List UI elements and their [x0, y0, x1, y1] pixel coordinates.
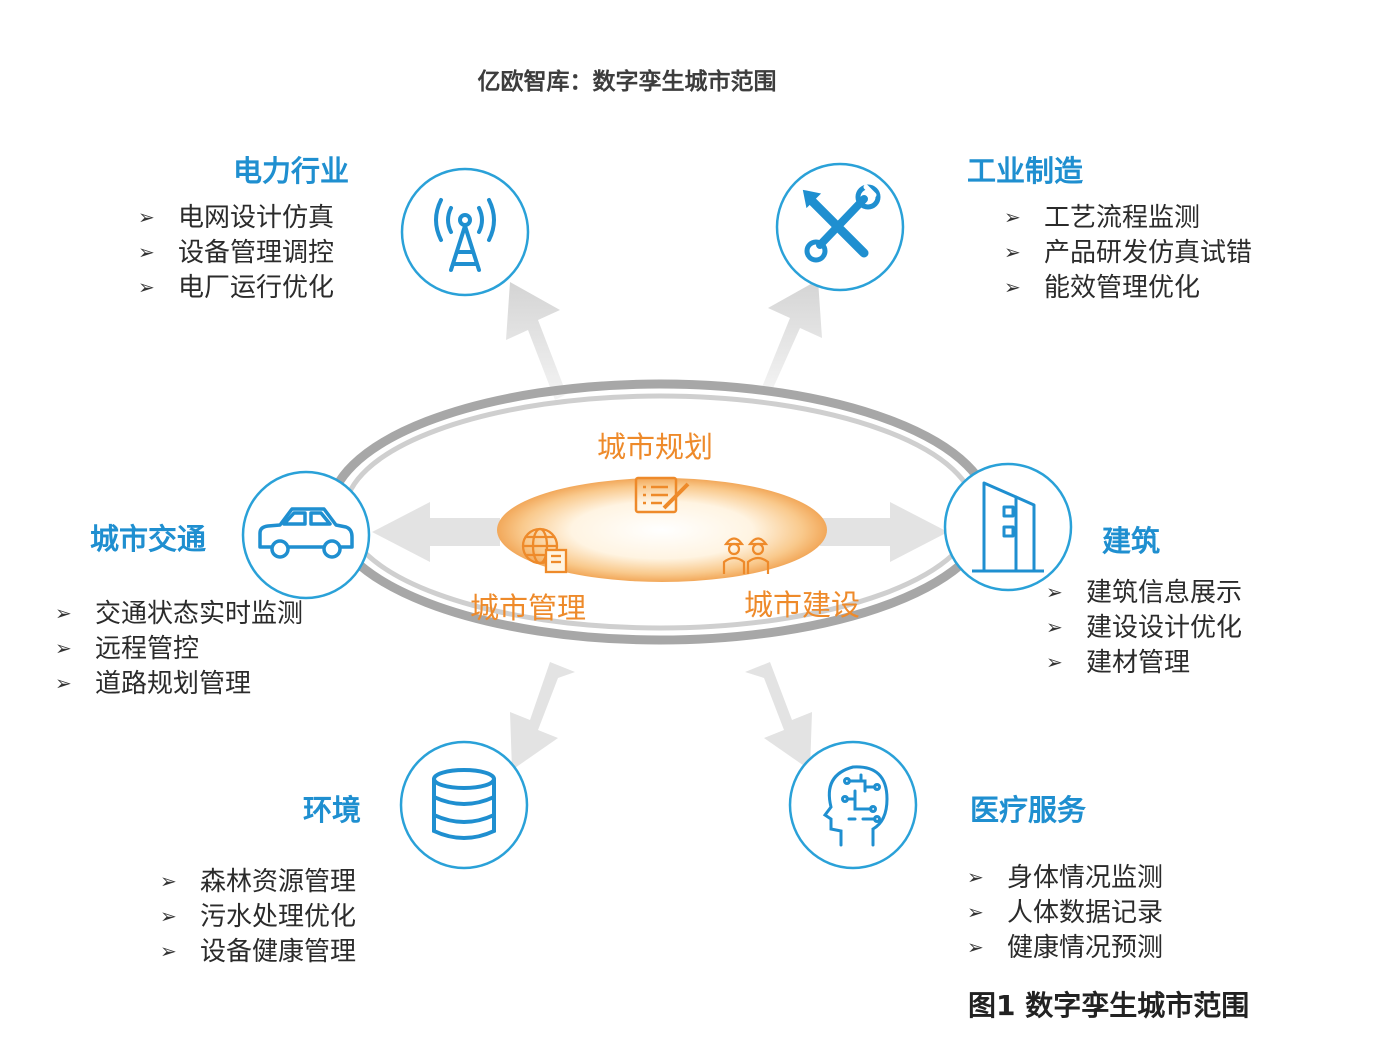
sector-list-traffic: ➢交通状态实时监测 ➢远程管控 ➢道路规划管理: [55, 596, 303, 701]
list-item: ➢森林资源管理: [160, 867, 357, 897]
circle-medical: [788, 740, 918, 870]
core-label-construction: 城市建设: [744, 588, 861, 622]
list-item: ➢道路规划管理: [55, 669, 252, 699]
list-item: ➢交通状态实时监测: [55, 599, 304, 629]
list-item: ➢设备健康管理: [160, 937, 357, 967]
arrow-to-traffic: [372, 502, 500, 562]
checklist-icon: [634, 476, 690, 514]
arrow-to-industry: [740, 280, 822, 395]
figure-caption: 图1 数字孪生城市范围: [968, 989, 1250, 1022]
list-item: ➢设备管理调控: [138, 238, 335, 268]
arrows: [372, 280, 948, 770]
building-icon: [972, 481, 1044, 573]
sector-list-environment: ➢森林资源管理 ➢污水处理优化 ➢设备健康管理: [160, 864, 356, 969]
list-item: ➢能效管理优化: [1004, 273, 1201, 303]
arrow-to-environment: [510, 662, 575, 770]
sector-title-building: 建筑: [1102, 524, 1161, 558]
sector-title-medical: 医疗服务: [970, 793, 1087, 827]
database-icon: [432, 768, 496, 840]
sector-title-power: 电力行业: [233, 154, 350, 188]
core-label-planning: 城市规划: [597, 430, 714, 464]
list-item: ➢远程管控: [55, 634, 200, 664]
list-item: ➢工艺流程监测: [1004, 203, 1201, 233]
arrow-to-building: [820, 502, 948, 562]
sector-title-traffic: 城市交通: [90, 522, 207, 556]
ai-head-icon: [822, 765, 889, 847]
page-title: 亿欧智库：数字孪生城市范围: [477, 69, 777, 95]
sector-list-medical: ➢身体情况监测 ➢人体数据记录 ➢健康情况预测: [967, 860, 1163, 965]
list-item: ➢污水处理优化: [160, 902, 357, 932]
workers-icon: [722, 537, 770, 574]
sector-list-building: ➢建筑信息展示 ➢建设设计优化 ➢建材管理: [1046, 575, 1242, 680]
list-item: ➢建筑信息展示: [1046, 578, 1243, 608]
list-item: ➢建设设计优化: [1046, 613, 1243, 643]
sector-title-environment: 环境: [303, 793, 362, 827]
list-item: ➢产品研发仿真试错: [1004, 238, 1253, 268]
sector-title-industry: 工业制造: [967, 154, 1084, 188]
list-item: ➢身体情况监测: [967, 863, 1164, 893]
circle-traffic: [241, 470, 371, 600]
list-item: ➢电厂运行优化: [138, 273, 335, 303]
core-glow: [497, 478, 827, 582]
core-label-management: 城市管理: [470, 591, 587, 625]
sector-list-industry: ➢工艺流程监测 ➢产品研发仿真试错 ➢能效管理优化: [1004, 200, 1252, 305]
arrow-to-medical: [745, 662, 812, 770]
arrow-to-power: [506, 282, 585, 400]
globe-building-icon: [521, 527, 568, 574]
list-item: ➢人体数据记录: [967, 898, 1164, 928]
wrench-screwdriver-icon: [802, 184, 881, 263]
list-item: ➢电网设计仿真: [138, 203, 335, 233]
sector-list-power: ➢电网设计仿真 ➢设备管理调控 ➢电厂运行优化: [138, 200, 334, 305]
list-item: ➢建材管理: [1046, 648, 1191, 678]
antenna-tower-icon: [434, 198, 496, 272]
car-icon: [258, 507, 354, 559]
list-item: ➢健康情况预测: [967, 933, 1164, 963]
